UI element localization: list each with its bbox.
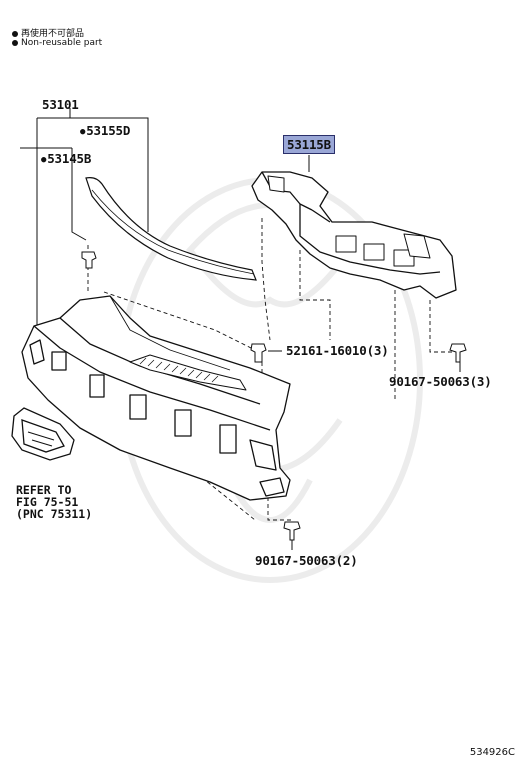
illustration-number: 534926C — [469, 747, 515, 758]
part-label-90167-50063-a: 90167-50063(3) — [389, 374, 492, 389]
emblem-75311 — [11, 407, 75, 461]
panel-53101 — [21, 295, 291, 501]
seal-strip-53155d — [85, 177, 257, 281]
refer-note: REFER TO FIG 75-51 (PNC 75311) — [16, 484, 92, 520]
refer-line-3: (PNC 75311) — [16, 507, 93, 521]
part-label-90167-50063-b: 90167-50063(2) — [255, 553, 358, 568]
refer-line-1: REFER TO — [16, 483, 72, 497]
legend-line-jp: 再使用不可部品 — [12, 26, 84, 39]
clip-52161 — [250, 343, 267, 363]
part-label-53155d: 53155D — [80, 123, 130, 138]
bolt-90167-b — [283, 521, 301, 541]
bullet-icon — [12, 39, 18, 46]
part-label-53145b: 53145B — [41, 151, 91, 166]
part-label-52161-16010: 52161-16010(3) — [286, 343, 389, 358]
refer-line-2: FIG 75-51 — [16, 495, 79, 509]
part-label-53115b: 53115B — [283, 135, 335, 154]
legend-line-en: Non-reusable part — [12, 38, 102, 48]
part-label-53101: 53101 — [42, 97, 79, 112]
bracket-53115b — [251, 171, 457, 299]
clip-53145b — [81, 251, 97, 269]
bolt-90167-a — [449, 343, 467, 363]
bullet-icon — [12, 30, 18, 37]
